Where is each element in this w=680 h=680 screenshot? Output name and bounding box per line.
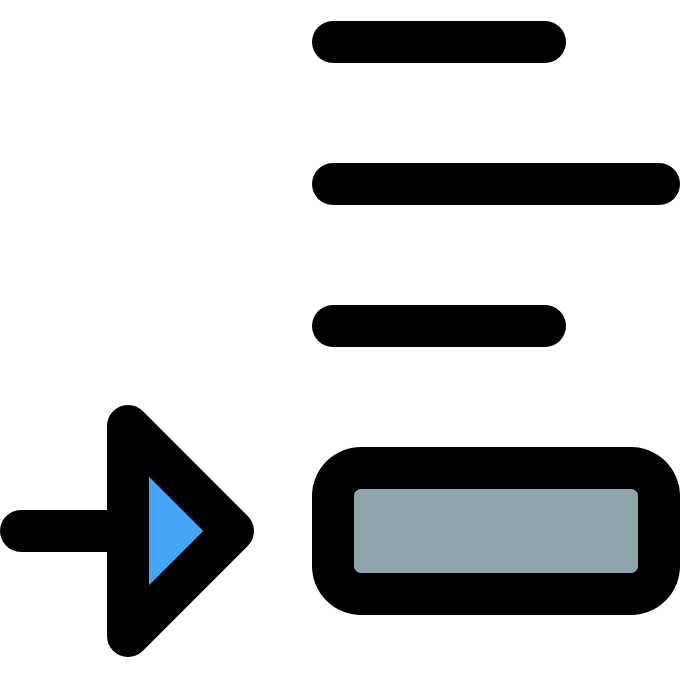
selected-line-box <box>312 447 680 615</box>
arrow-head-icon <box>107 405 254 657</box>
